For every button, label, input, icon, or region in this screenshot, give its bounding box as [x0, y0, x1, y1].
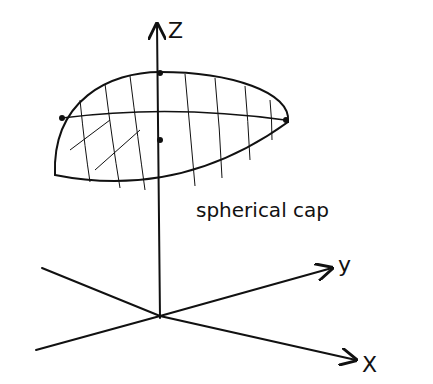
- cap-base-back: [62, 111, 285, 120]
- x-axis: [42, 268, 356, 360]
- z-axis: [157, 24, 160, 318]
- axis-label: X: [362, 354, 377, 376]
- cap-hatching: [70, 74, 272, 190]
- y-axis: [36, 268, 332, 350]
- cap-base-front: [55, 122, 288, 181]
- cap-points: [59, 70, 289, 143]
- shape-label: spherical cap: [196, 200, 329, 220]
- axis-label: y: [338, 254, 351, 276]
- axis-label: Z: [168, 20, 183, 42]
- cap-dome: [55, 72, 288, 175]
